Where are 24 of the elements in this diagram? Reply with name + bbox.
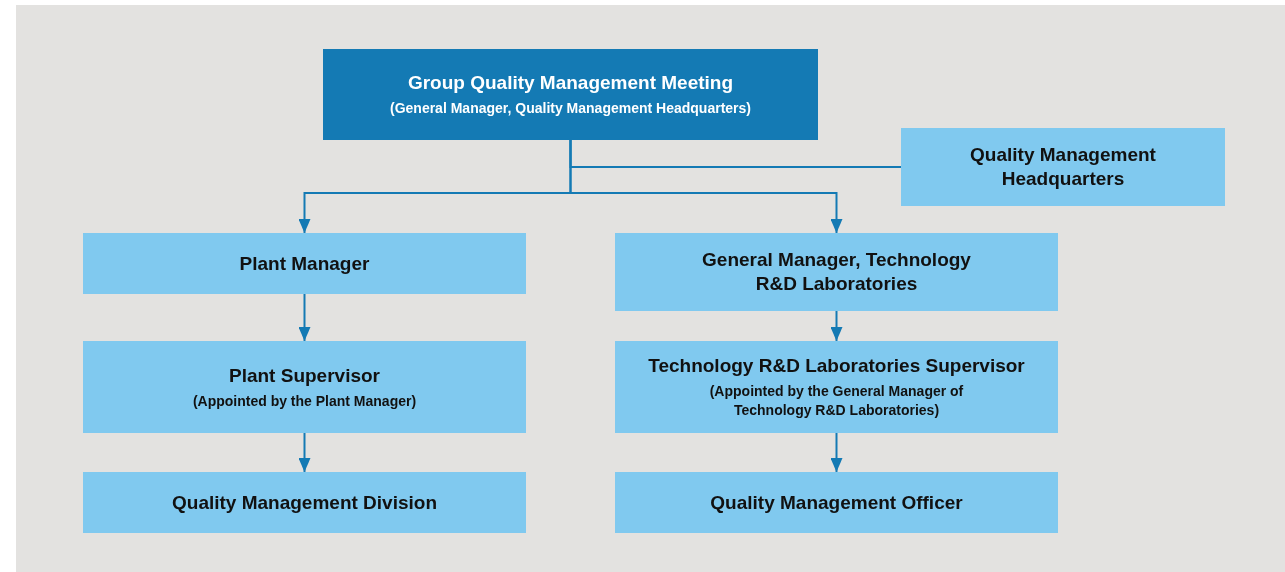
arrow <box>298 432 311 473</box>
role-title: Plant Manager <box>239 251 370 276</box>
org-box <box>901 128 1225 206</box>
arrow <box>830 432 843 473</box>
role-note: (General Manager, Quality Management Headquarters) <box>390 99 751 118</box>
org-box <box>615 472 1058 533</box>
arrow <box>298 293 311 342</box>
role-title: Quality Management Division <box>172 490 437 515</box>
role-title: General Manager, Technology R&D Laboratories <box>701 248 972 296</box>
role-title: Technology R&D Laboratories Supervisor <box>648 354 1025 378</box>
org-box <box>83 472 526 533</box>
role-title: Group Quality Management Meeting <box>407 71 734 95</box>
role-title: Quality Management Headquarters <box>969 143 1157 191</box>
arrow <box>830 310 843 342</box>
org-box <box>83 233 526 294</box>
org-box <box>615 233 1058 311</box>
role-note: (Appointed by the Plant Manager) <box>192 391 417 411</box>
arrow <box>569 139 843 234</box>
role-title: Plant Supervisor <box>229 363 380 388</box>
org-box <box>83 341 526 433</box>
role-title: Quality Management Officer <box>710 490 963 515</box>
org-box <box>615 341 1058 433</box>
org-box <box>323 49 818 140</box>
role-note: (Appointed by the General Manager of Technology R&D Laboratories) <box>708 382 965 420</box>
